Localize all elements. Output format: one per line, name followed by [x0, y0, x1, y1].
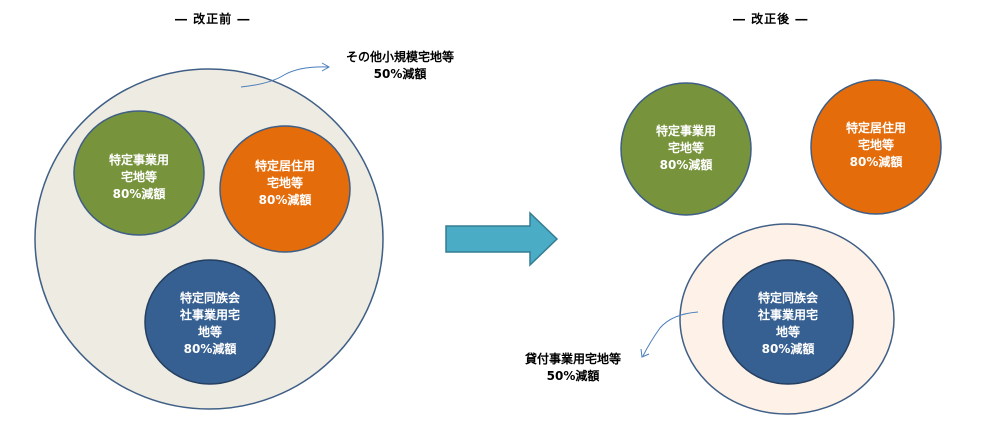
after-label-pointer	[642, 311, 699, 357]
before-label-pointer	[240, 66, 329, 88]
before-title: ― 改正前 ―	[175, 12, 251, 26]
transition-arrow	[445, 211, 559, 267]
before-corporate-label: 特定同族会 社事業用宅 地等 80%減額	[179, 291, 240, 356]
before-business-label: 特定事業用 宅地等 80%減額	[108, 153, 169, 201]
before-residential-circle	[219, 125, 351, 253]
after-residential-circle	[810, 79, 942, 215]
before-corporate-circle	[144, 259, 276, 385]
before-outer-label: その他小規模宅地等 50%減額	[345, 50, 454, 81]
after-business-circle	[620, 82, 752, 216]
after-business-label: 特定事業用 宅地等 80%減額	[655, 124, 716, 172]
after-corporate-circle	[722, 259, 854, 385]
after-outer-label: 貸付事業用宅地等 50%減額	[524, 352, 621, 383]
before-residential-label: 特定居住用 宅地等 80%減額	[254, 159, 315, 207]
after-title: ― 改正後 ―	[733, 12, 809, 26]
after-residential-label: 特定居住用 宅地等 80%減額	[845, 121, 906, 169]
after-corporate-label: 特定同族会 社事業用宅 地等 80%減額	[757, 291, 818, 356]
before-business-circle	[73, 110, 205, 236]
